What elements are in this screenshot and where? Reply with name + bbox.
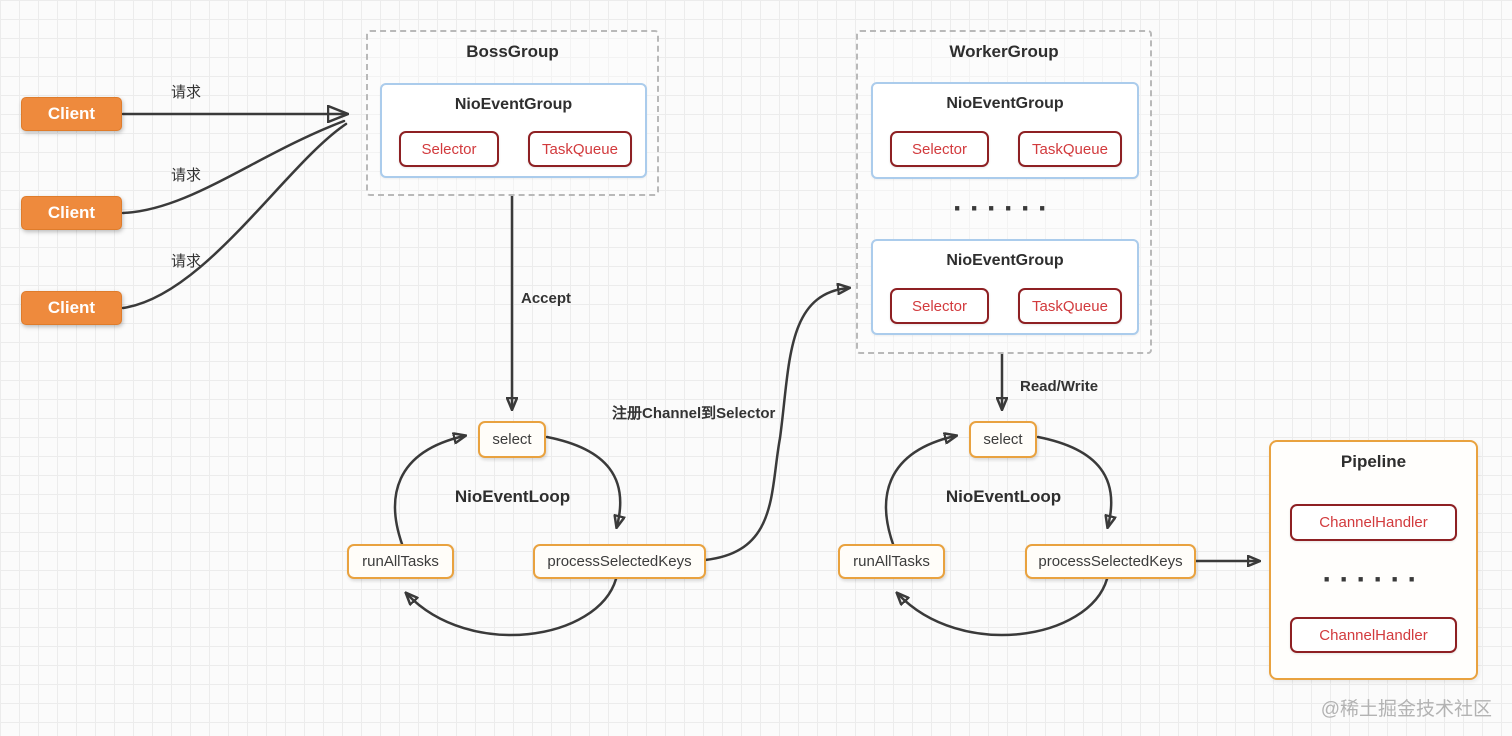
selector-label: Selector xyxy=(911,297,968,315)
register-channel-arrow xyxy=(703,288,848,562)
client-label: Client xyxy=(47,298,96,317)
select-label: select xyxy=(983,431,1023,448)
client-label: Client xyxy=(47,104,96,123)
worker-select-box: select xyxy=(969,421,1037,458)
watermark: @稀土掘金技术社区 xyxy=(1320,699,1492,720)
channel-handler-box-1: ChannelHandler xyxy=(1290,504,1457,541)
process-selected-keys-label: processSelectedKeys xyxy=(1038,553,1183,570)
task-queue-label: TaskQueue xyxy=(1032,140,1108,158)
boss-group-title: BossGroup xyxy=(466,42,559,61)
selector-label: Selector xyxy=(911,140,968,158)
select-label: select xyxy=(492,431,532,448)
run-all-tasks-label: runAllTasks xyxy=(362,553,439,570)
channel-handler-box-2: ChannelHandler xyxy=(1290,617,1457,653)
boss-loop-select-to-process-arc xyxy=(545,435,620,526)
task-queue-label: TaskQueue xyxy=(542,140,618,158)
worker-loop-process-to-runalltasks-arc xyxy=(898,577,1109,637)
worker-group-ellipsis: ······ xyxy=(953,192,1055,225)
channel-handler-label: ChannelHandler xyxy=(1319,514,1428,531)
worker-group: WorkerGroup NioEventGroup Selector TaskQ… xyxy=(856,30,1152,354)
client-box-3: Client xyxy=(21,291,122,325)
nio-event-group-title: NioEventGroup xyxy=(454,96,573,113)
client-label: Client xyxy=(47,203,96,222)
worker-loop-select-to-process-arc xyxy=(1036,435,1111,526)
pipeline-ellipsis: ······ xyxy=(1322,563,1425,596)
boss-run-all-tasks-box: runAllTasks xyxy=(347,544,454,579)
task-queue-box: TaskQueue xyxy=(528,131,632,167)
run-all-tasks-label: runAllTasks xyxy=(853,553,930,570)
request-label-1: 请求 xyxy=(171,84,202,101)
process-selected-keys-label: processSelectedKeys xyxy=(547,553,692,570)
worker-process-selected-keys-box: processSelectedKeys xyxy=(1025,544,1196,579)
channel-handler-label: ChannelHandler xyxy=(1319,626,1428,644)
nio-event-group-title: NioEventGroup xyxy=(946,252,1064,269)
nio-event-group-title: NioEventGroup xyxy=(946,95,1064,112)
task-queue-box: TaskQueue xyxy=(1018,131,1122,167)
client3-request-arrow xyxy=(121,122,348,310)
boss-loop-process-to-runalltasks-arc xyxy=(407,577,618,637)
client-box-2: Client xyxy=(21,196,122,230)
selector-label: Selector xyxy=(421,140,477,158)
register-channel-label: 注册Channel到Selector xyxy=(612,405,776,422)
boss-nio-event-group: NioEventGroup Selector TaskQueue xyxy=(380,83,647,178)
read-write-label: Read/Write xyxy=(1020,378,1099,395)
client2-request-arrow xyxy=(121,119,346,215)
boss-group: BossGroup NioEventGroup Selector TaskQue… xyxy=(366,30,659,196)
selector-box: Selector xyxy=(890,131,989,167)
worker-group-title: WorkerGroup xyxy=(949,42,1059,61)
worker-nio-event-loop-title: NioEventLoop xyxy=(945,487,1062,506)
boss-select-box: select xyxy=(478,421,546,458)
accept-label: Accept xyxy=(521,290,572,307)
pipeline-box: Pipeline ChannelHandler ······ ChannelHa… xyxy=(1269,440,1478,680)
selector-box: Selector xyxy=(890,288,989,324)
boss-process-selected-keys-box: processSelectedKeys xyxy=(533,544,706,579)
request-label-3: 请求 xyxy=(171,253,202,270)
selector-box: Selector xyxy=(399,131,499,167)
task-queue-label: TaskQueue xyxy=(1032,297,1108,315)
boss-nio-event-loop-title: NioEventLoop xyxy=(454,487,571,506)
client-box-1: Client xyxy=(21,97,122,131)
worker-nio-event-group-2: NioEventGroup Selector TaskQueue xyxy=(871,239,1139,335)
worker-run-all-tasks-box: runAllTasks xyxy=(838,544,945,579)
request-label-2: 请求 xyxy=(171,167,202,184)
task-queue-box: TaskQueue xyxy=(1018,288,1122,324)
worker-nio-event-group-1: NioEventGroup Selector TaskQueue xyxy=(871,82,1139,179)
pipeline-title: Pipeline xyxy=(1340,452,1407,471)
